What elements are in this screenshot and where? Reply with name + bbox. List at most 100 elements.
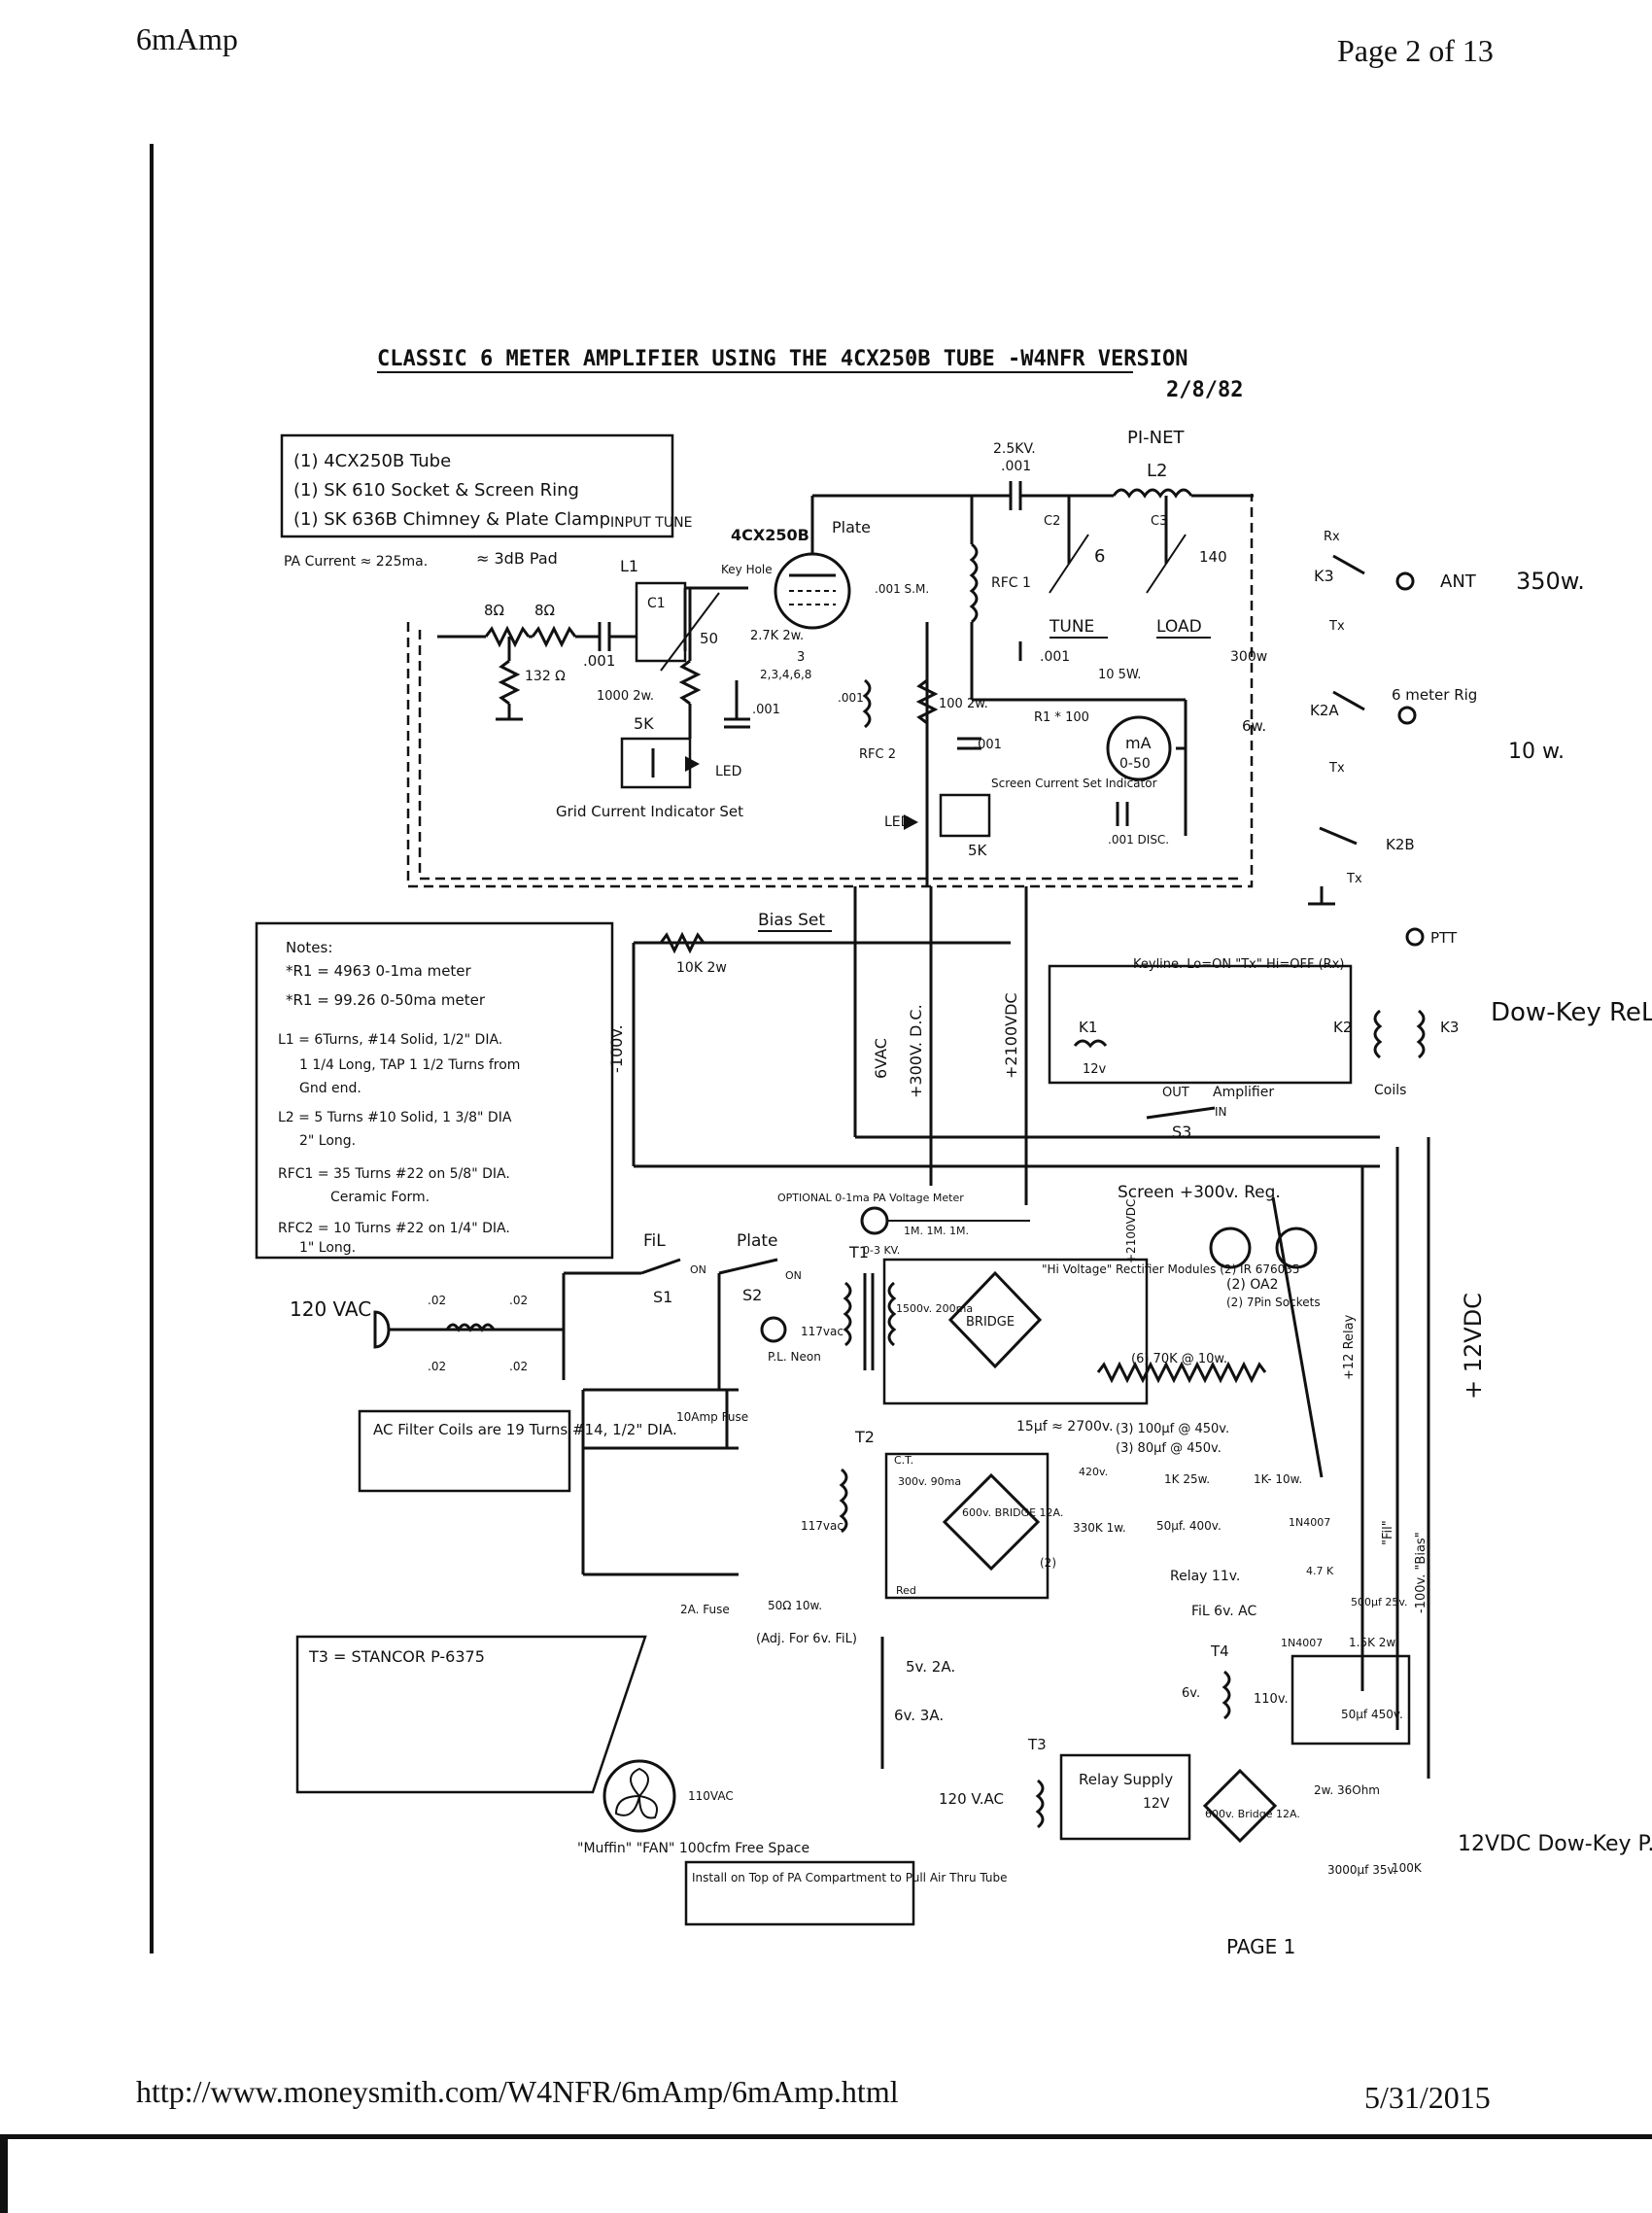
sec300-label: 300v. 90ma [898,1475,961,1488]
input-r1-label: 8Ω [484,602,504,619]
bias-300v-label: +300V. D.C. [907,1004,925,1098]
pinet-c3-value: 140 [1199,548,1227,566]
relay-tx-label-3: Tx [1346,872,1362,886]
dowkey-relays-label: Dow-Key ReLays [1491,998,1652,1027]
screen-led-label: LED [884,814,911,830]
fan-vac-label: 110VAC [688,1789,734,1803]
page-footer-date: 5/31/2015 [1364,2080,1491,2115]
r1k-label: 1K 25w. [1164,1472,1210,1486]
s3-out-label: OUT [1162,1086,1189,1100]
coils-label: Coils [1374,1083,1406,1098]
bias-set-label: Bias Set [758,911,825,930]
tube-bypass-label: .001 S.M. [875,582,929,596]
tube-res-label: 2.7K 2w. [750,629,804,643]
relay-ant-label: ANT [1440,571,1477,592]
note-line: *R1 = 99.26 0-50ma meter [286,991,486,1009]
input-r3-label: 132 Ω [525,669,566,684]
relay-6w: 6w. [1242,717,1266,735]
meter-kv-label: 0-3 KV. [863,1244,900,1257]
note-line: Gnd end. [299,1081,361,1096]
notes-box: Notes: *R1 = 4963 0-1ma meter *R1 = 99.2… [255,921,614,1260]
ac-cap-a: .02 [428,1294,446,1307]
bias-res-label: 10K 2w [676,960,727,976]
relay-11v-label: Relay 11v. [1170,1569,1240,1584]
t3-label: T3 [1027,1736,1047,1753]
screen-pot-label: 5K [968,842,988,859]
relay-supply-label: Relay Supply [1079,1771,1173,1788]
r15k-label: 1.5K 2w. [1349,1636,1398,1649]
c1-label: C1 [647,596,666,611]
parts-item: (1) SK 610 Socket & Screen Ring [293,480,579,501]
notes-title: Notes: [286,939,332,956]
input-tune-label: INPUT TUNE [610,515,692,531]
scan-bottom-left-mark [0,2138,8,2213]
v420-label: 420v. [1079,1466,1108,1478]
pa-current-label: PA Current ≈ 225ma. [284,554,428,570]
note-line: RFC1 = 35 Turns #22 on 5/8" DIA. [278,1166,510,1182]
t2-label: T2 [854,1428,875,1446]
relay-k2a-label: K2A [1310,702,1339,719]
s1-label: S1 [653,1288,672,1306]
screen-reg-label: Screen +300v. Reg. [1118,1183,1281,1202]
n2-label: (2) [1040,1556,1056,1570]
note-line: 1 1/4 Long, TAP 1 1/2 Turns from [299,1057,520,1073]
hv-label: "Hi Voltage" Rectifier Modules (2) IR 67… [1042,1262,1300,1276]
screen-disc-label: .001 DISC. [1108,833,1169,847]
schematic-page-label: PAGE 1 [1226,1935,1295,1958]
rfc1-cap-label: .001 [1040,649,1070,665]
l1-label: L1 [620,557,638,575]
r100k-label: 100K [1392,1861,1423,1875]
scan-bottom-bar [0,2134,1652,2139]
pinet-l2-label: L2 [1147,461,1167,481]
schematic-date: 2/8/82 [1166,378,1243,402]
k3-coil-label: K3 [1440,1019,1459,1036]
relay-k3-label: K3 [1314,567,1334,585]
relay-tx-label: Tx [1328,619,1345,634]
s2-label: S2 [742,1286,762,1304]
vac120-label: 120 V.AC [939,1790,1004,1808]
c15-label: 15µf ≈ 2700v. [1016,1419,1114,1435]
relay-rig-power: 10 w. [1508,740,1565,764]
hv-voltage-label: +2100VDC [1124,1199,1138,1263]
ac-cap-b: .02 [509,1294,528,1307]
page-header-right: Page 2 of 13 [1337,33,1494,68]
input-r2-label: 8Ω [534,602,555,619]
relay-ptt-label: PTT [1430,929,1458,947]
wire-fil-label: "Fil" [1381,1520,1395,1545]
tube-keyhole-label: Key Hole [721,563,773,576]
tube-cap-b-label: .001 [838,691,864,705]
relay-300w: 300w [1230,649,1267,665]
s3-amplifier-label: Amplifier [1213,1085,1274,1100]
fil-switch-label: FiL [643,1231,666,1251]
grid-set-label: Grid Current Indicator Set [556,803,743,820]
d2-label: 1N4007 [1281,1637,1323,1649]
scan-edge [150,144,154,1954]
page-footer-url: http://www.moneysmith.com/W4NFR/6mAmp/6m… [136,2074,899,2109]
pinet-mark: 6 [1094,546,1105,567]
note-line: L1 = 6Turns, #14 Solid, 1/2" DIA. [278,1032,502,1048]
adj-label: (Adj. For 6v. FiL) [756,1632,857,1646]
ac-cap-c: .02 [428,1360,446,1373]
v6-label: 6v. 3A. [894,1707,944,1724]
pinet-load-label: LOAD [1156,617,1202,637]
ac-filter-line-1: AC Filter Coils are 19 Turns #14, 1/2" D… [373,1421,677,1438]
sockets-label: (2) 7Pin Sockets [1226,1296,1321,1309]
note-line: L2 = 5 Turns #10 Solid, 1 3/8" DIA [278,1110,512,1125]
pinet-label: PI-NET [1127,428,1185,448]
fuse-2a-label: 2A. Fuse [680,1603,730,1616]
pinet-c2-label: C2 [1044,514,1060,529]
t2-117-label: 117vac [801,1519,843,1533]
s1-on-label: ON [690,1263,706,1276]
grid-led-label: LED [715,764,741,779]
page-header-left: 6mAmp [136,21,238,56]
screen-set-label: Screen Current Set Indicator [991,777,1157,790]
schematic-title: CLASSIC 6 METER AMPLIFIER USING THE 4CX2… [377,347,1187,371]
bridge-label: BRIDGE [966,1315,1015,1330]
plate-switch-label: Plate [737,1231,778,1251]
relay-ant-power: 350w. [1516,568,1585,595]
t1-label: T1 [848,1243,869,1262]
plus-12vdc-label: + 12VDC [1460,1293,1487,1400]
c80-label: (3) 80µf @ 450v. [1116,1441,1222,1456]
note-line: Ceramic Form. [330,1190,430,1205]
r36-label: 2w. 36Ohm [1314,1783,1380,1797]
